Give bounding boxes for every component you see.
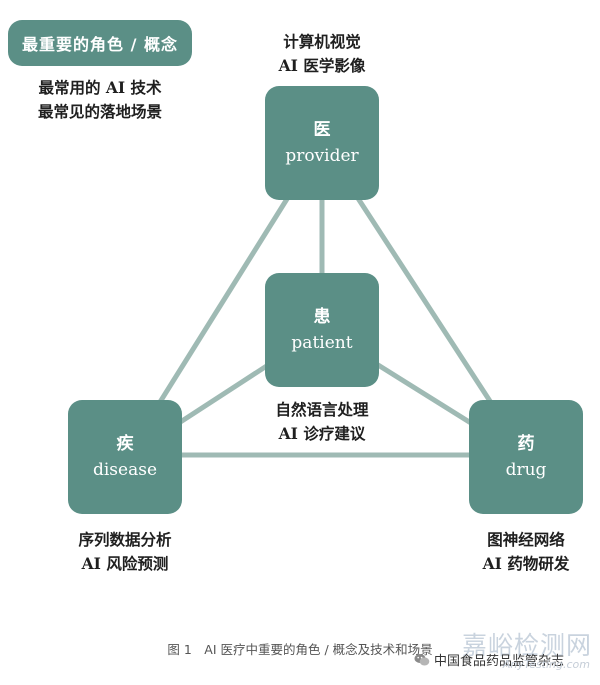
patient-en-label: patient xyxy=(291,333,353,353)
wechat-icon xyxy=(414,653,430,665)
disease-tech: 序列数据分析 xyxy=(78,530,172,549)
provider-tech: 计算机视觉 xyxy=(283,32,361,51)
drug-zh-label: 药 xyxy=(517,434,535,454)
watermark: 嘉峪检测网 中国食品药品监管杂志 AnyTesting.com xyxy=(412,626,598,672)
drug-tech: 图神经网络 xyxy=(487,530,565,549)
node-provider: 医 provider xyxy=(265,86,379,200)
legend-role-badge: 最重要的角色 / 概念 xyxy=(8,20,192,66)
disease-zh-label: 疾 xyxy=(116,434,134,454)
watermark-site-name: 嘉峪检测网 xyxy=(461,631,592,660)
drug-caption: 图神经网络 AI 药物研发 xyxy=(458,528,594,576)
drug-en-label: drug xyxy=(505,460,547,480)
figure-caption: 图 1 AI 医疗中重要的角色 / 概念及技术和场景 xyxy=(167,642,433,657)
legend-description: 最常用的 AI 技术 最常见的落地场景 xyxy=(8,76,192,124)
disease-caption: 序列数据分析 AI 风险预测 xyxy=(55,528,195,576)
legend-scene-line: 最常见的落地场景 xyxy=(37,102,162,121)
node-drug: 药 drug xyxy=(469,400,583,514)
patient-scene: AI 诊疗建议 xyxy=(278,424,366,443)
provider-caption: 计算机视觉 AI 医学影像 xyxy=(265,30,379,78)
provider-zh-label: 医 xyxy=(313,120,331,140)
node-patient: 患 patient xyxy=(265,273,379,387)
provider-en-label: provider xyxy=(285,146,359,166)
watermark-url: AnyTesting.com xyxy=(502,658,590,671)
legend-tech-line: 最常用的 AI 技术 xyxy=(38,78,162,97)
legend-title: 最重要的角色 / 概念 xyxy=(22,35,178,54)
patient-tech: 自然语言处理 xyxy=(275,400,369,419)
provider-scene: AI 医学影像 xyxy=(278,56,366,75)
disease-scene: AI 风险预测 xyxy=(81,554,169,573)
disease-en-label: disease xyxy=(92,460,158,480)
watermark-account: 中国食品药品监管杂志 xyxy=(414,650,564,669)
patient-zh-label: 患 xyxy=(313,307,331,327)
drug-scene: AI 药物研发 xyxy=(482,554,570,573)
watermark-account-name: 中国食品药品监管杂志 xyxy=(434,654,565,669)
node-disease: 疾 disease xyxy=(68,400,182,514)
patient-caption: 自然语言处理 AI 诊疗建议 xyxy=(245,398,399,446)
